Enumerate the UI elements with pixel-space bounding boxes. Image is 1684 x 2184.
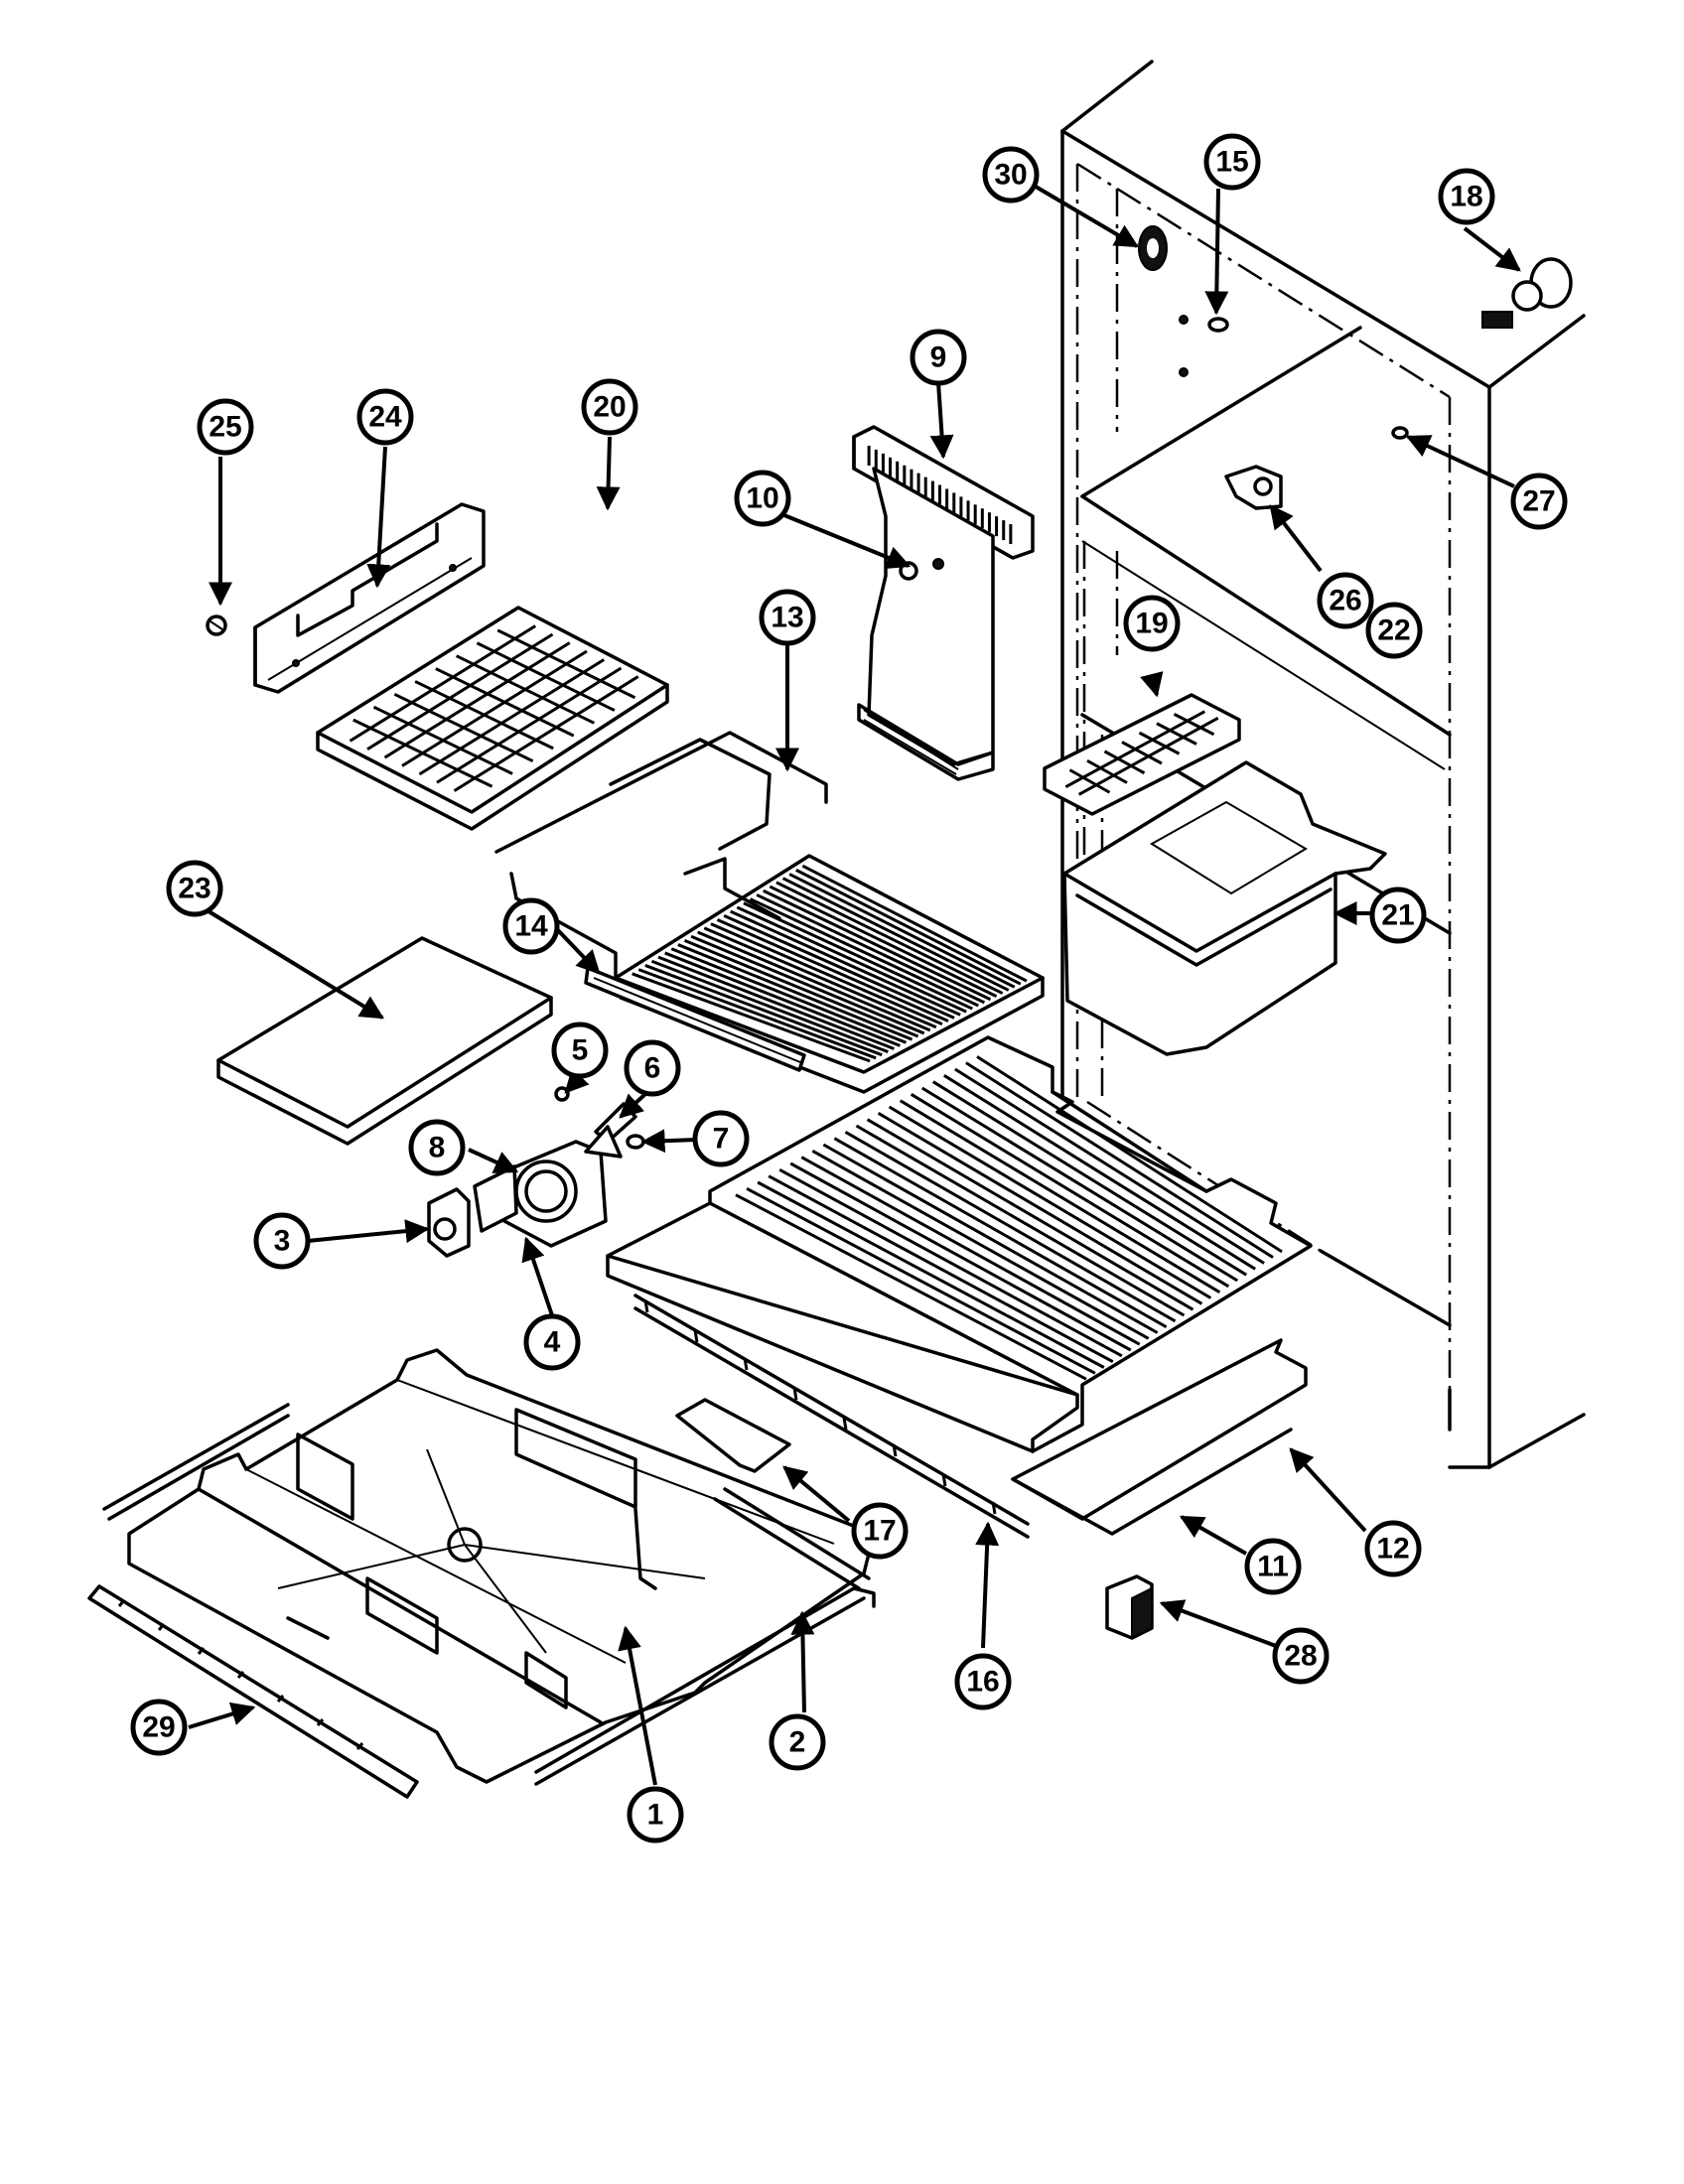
screw-part-25 xyxy=(206,614,227,636)
leader-lines xyxy=(188,182,1521,1786)
shelf-trim-part-14 xyxy=(584,966,806,1072)
wire-shelf-part-13 xyxy=(494,731,1045,1094)
callout-11: 11 xyxy=(1244,1538,1302,1595)
callout-13: 13 xyxy=(759,589,816,646)
svg-text:9: 9 xyxy=(930,341,947,374)
svg-text:1: 1 xyxy=(647,1799,664,1832)
freezer-shelf-part-20 xyxy=(316,606,669,831)
callout-1: 1 xyxy=(627,1786,684,1843)
svg-text:22: 22 xyxy=(1377,614,1410,647)
front-trim-part-29 xyxy=(87,1584,419,1799)
svg-text:14: 14 xyxy=(514,910,548,943)
callout-23: 23 xyxy=(166,860,223,917)
fan-assembly xyxy=(427,1086,645,1258)
svg-text:2: 2 xyxy=(789,1726,806,1759)
svg-text:18: 18 xyxy=(1450,181,1482,213)
callout-30: 30 xyxy=(982,146,1040,204)
callout-14: 14 xyxy=(502,897,560,955)
svg-text:21: 21 xyxy=(1381,899,1414,932)
svg-text:12: 12 xyxy=(1376,1533,1409,1566)
callout-2: 2 xyxy=(769,1713,826,1771)
callout-10: 10 xyxy=(734,470,791,527)
callout-9: 9 xyxy=(910,329,967,386)
rail-part-16 xyxy=(633,1294,1030,1539)
callout-19: 19 xyxy=(1123,595,1181,652)
svg-text:25: 25 xyxy=(209,411,241,444)
svg-text:24: 24 xyxy=(368,401,402,434)
callout-15: 15 xyxy=(1203,133,1261,191)
cover-part-17 xyxy=(675,1398,791,1473)
svg-text:29: 29 xyxy=(142,1711,175,1744)
svg-text:30: 30 xyxy=(994,159,1027,192)
callout-29: 29 xyxy=(130,1699,188,1756)
crisper-pan-part-1 xyxy=(127,1348,876,1784)
callout-20: 20 xyxy=(581,378,638,436)
callout-24: 24 xyxy=(356,388,414,446)
callout-25: 25 xyxy=(197,398,254,456)
svg-text:5: 5 xyxy=(572,1034,589,1067)
svg-text:26: 26 xyxy=(1329,585,1361,617)
callout-3: 3 xyxy=(253,1212,311,1270)
light-socket-part xyxy=(1138,225,1168,271)
light-bulb-part xyxy=(1481,257,1573,329)
callout-28: 28 xyxy=(1272,1627,1330,1685)
svg-text:20: 20 xyxy=(593,391,626,424)
svg-text:3: 3 xyxy=(274,1225,291,1258)
air-duct-part-9 xyxy=(852,425,1035,781)
svg-text:7: 7 xyxy=(713,1123,730,1156)
callouts: 1 2 3 4 5 6 7 8 xyxy=(130,133,1568,1843)
svg-text:16: 16 xyxy=(966,1666,999,1699)
callout-16: 16 xyxy=(954,1653,1012,1710)
callout-7: 7 xyxy=(692,1110,750,1167)
crisper-cover-part-12 xyxy=(606,1035,1313,1453)
svg-text:11: 11 xyxy=(1257,1551,1289,1583)
svg-text:4: 4 xyxy=(544,1326,561,1359)
ice-tray-part-19 xyxy=(1043,693,1241,816)
svg-text:19: 19 xyxy=(1135,608,1168,640)
switch-part xyxy=(1179,315,1229,377)
callout-12: 12 xyxy=(1364,1520,1422,1577)
callout-6: 6 xyxy=(624,1039,681,1097)
ice-bin-part-21 xyxy=(1062,760,1387,1056)
callout-17: 17 xyxy=(851,1502,909,1560)
stopper-part-28 xyxy=(1105,1574,1154,1640)
svg-text:15: 15 xyxy=(1215,146,1248,179)
callout-4: 4 xyxy=(523,1313,581,1371)
svg-text:17: 17 xyxy=(863,1515,896,1548)
latch-part xyxy=(1224,465,1283,510)
glass-shelf-part-23 xyxy=(216,936,553,1146)
cabinet-outline xyxy=(1060,60,1586,1469)
svg-text:6: 6 xyxy=(644,1052,661,1085)
callout-21: 21 xyxy=(1369,887,1427,944)
svg-text:23: 23 xyxy=(178,873,210,905)
screw-part-27 xyxy=(1391,426,1409,440)
svg-text:8: 8 xyxy=(429,1132,446,1164)
callout-27: 27 xyxy=(1510,473,1568,530)
svg-text:10: 10 xyxy=(746,482,778,515)
callout-8: 8 xyxy=(408,1119,466,1176)
callout-26: 26 xyxy=(1317,572,1374,629)
bracket-part-24 xyxy=(253,502,486,694)
svg-text:28: 28 xyxy=(1284,1640,1317,1673)
callout-5: 5 xyxy=(551,1022,609,1079)
svg-text:13: 13 xyxy=(771,602,803,634)
left-rail xyxy=(102,1403,290,1521)
callout-22: 22 xyxy=(1365,602,1423,659)
callout-18: 18 xyxy=(1438,168,1495,225)
svg-text:27: 27 xyxy=(1522,485,1555,518)
